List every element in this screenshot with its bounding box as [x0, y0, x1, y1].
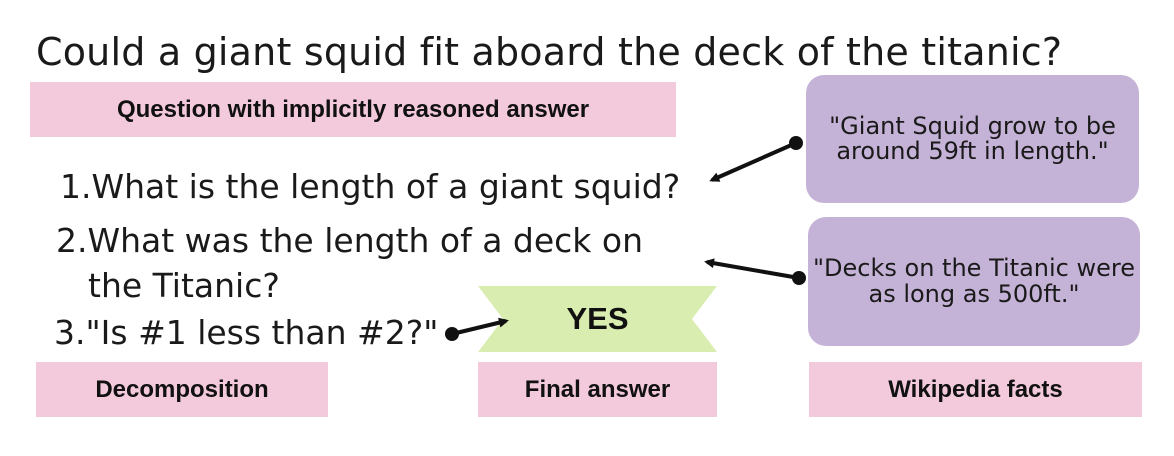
wikipedia-facts-label: Wikipedia facts: [809, 362, 1142, 417]
decomposition-step-1: 1.What is the length of a giant squid?: [60, 167, 681, 206]
question-title: Could a giant squid fit aboard the deck …: [36, 30, 1063, 74]
final-answer-label: Final answer: [478, 362, 717, 417]
arrow-origin-dot: [792, 271, 806, 285]
final-answer-value: YES: [566, 301, 629, 336]
arrow-step3-to-answer: [445, 317, 509, 341]
decomposition-step-2-continuation: the Titanic?: [88, 266, 280, 305]
wikipedia-fact-2: "Decks on the Titanic were as long as 50…: [808, 217, 1140, 346]
decomposition-step-3: 3."Is #1 less than #2?": [54, 313, 439, 352]
arrow-origin-dot: [789, 136, 803, 150]
decomposition-label: Decomposition: [36, 362, 328, 417]
arrow-fact2-to-step2: [704, 258, 806, 285]
answer-ribbon: [478, 286, 717, 352]
arrow-fact1-to-step1: [709, 136, 803, 182]
wikipedia-fact-1: "Giant Squid grow to be around 59ft in l…: [806, 75, 1139, 203]
arrow-origin-dot: [445, 327, 459, 341]
question-type-label: Question with implicitly reasoned answer: [30, 82, 676, 137]
decomposition-step-2: 2.What was the length of a deck on: [56, 221, 644, 260]
